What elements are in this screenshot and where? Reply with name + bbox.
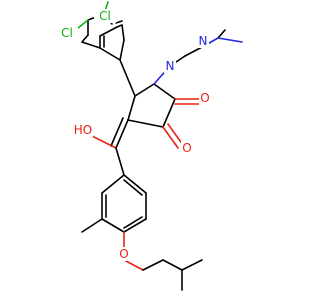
bond <box>123 179 143 196</box>
atom-background <box>181 141 193 155</box>
bond <box>127 95 136 121</box>
bond <box>142 259 164 271</box>
bond <box>167 123 184 146</box>
bond <box>115 119 129 149</box>
bond <box>81 34 89 43</box>
atom-background <box>73 123 93 137</box>
molecule-structure-diagram: Cl Cl N N HO O O O <box>56 1 243 291</box>
bond <box>162 126 179 149</box>
bond <box>123 218 147 233</box>
atom-n-amine: N <box>199 34 208 48</box>
atom-background <box>199 91 211 105</box>
bond <box>99 47 121 61</box>
atom-o-keto-2: O <box>182 141 191 155</box>
bond <box>110 117 124 147</box>
bond <box>77 19 89 29</box>
bond <box>123 216 143 229</box>
bond <box>121 24 125 41</box>
bond <box>119 39 125 61</box>
atom-background <box>164 59 176 73</box>
bond <box>153 83 176 100</box>
atom-o-keto-1: O <box>200 91 209 105</box>
bond <box>217 29 226 39</box>
atom-cl-left: Cl <box>61 26 73 40</box>
atom-background <box>197 34 209 48</box>
atom-background <box>118 247 130 261</box>
bond <box>119 59 136 97</box>
atom-o-ether: O <box>119 247 128 261</box>
bond <box>99 26 118 37</box>
bond <box>115 20 123 24</box>
bond <box>101 174 125 194</box>
atom-ho: HO <box>74 123 92 137</box>
atom-n-ring: N <box>166 59 175 73</box>
bond <box>123 259 144 271</box>
bond <box>162 259 183 271</box>
atom-background <box>94 9 116 23</box>
bond <box>101 218 125 233</box>
bond <box>115 147 125 176</box>
bond <box>162 98 176 128</box>
atom-labels: Cl Cl N N HO O O O <box>56 9 211 261</box>
bond <box>89 134 117 149</box>
bond <box>123 174 147 194</box>
bond <box>81 218 103 233</box>
bond <box>81 41 101 49</box>
bond <box>127 119 164 128</box>
atom-cl-top: Cl <box>99 9 111 23</box>
bond <box>217 37 243 43</box>
bond <box>116 24 123 28</box>
bond <box>134 83 155 97</box>
bonds <box>77 1 243 291</box>
atom-background <box>56 26 78 40</box>
bond <box>181 259 203 271</box>
